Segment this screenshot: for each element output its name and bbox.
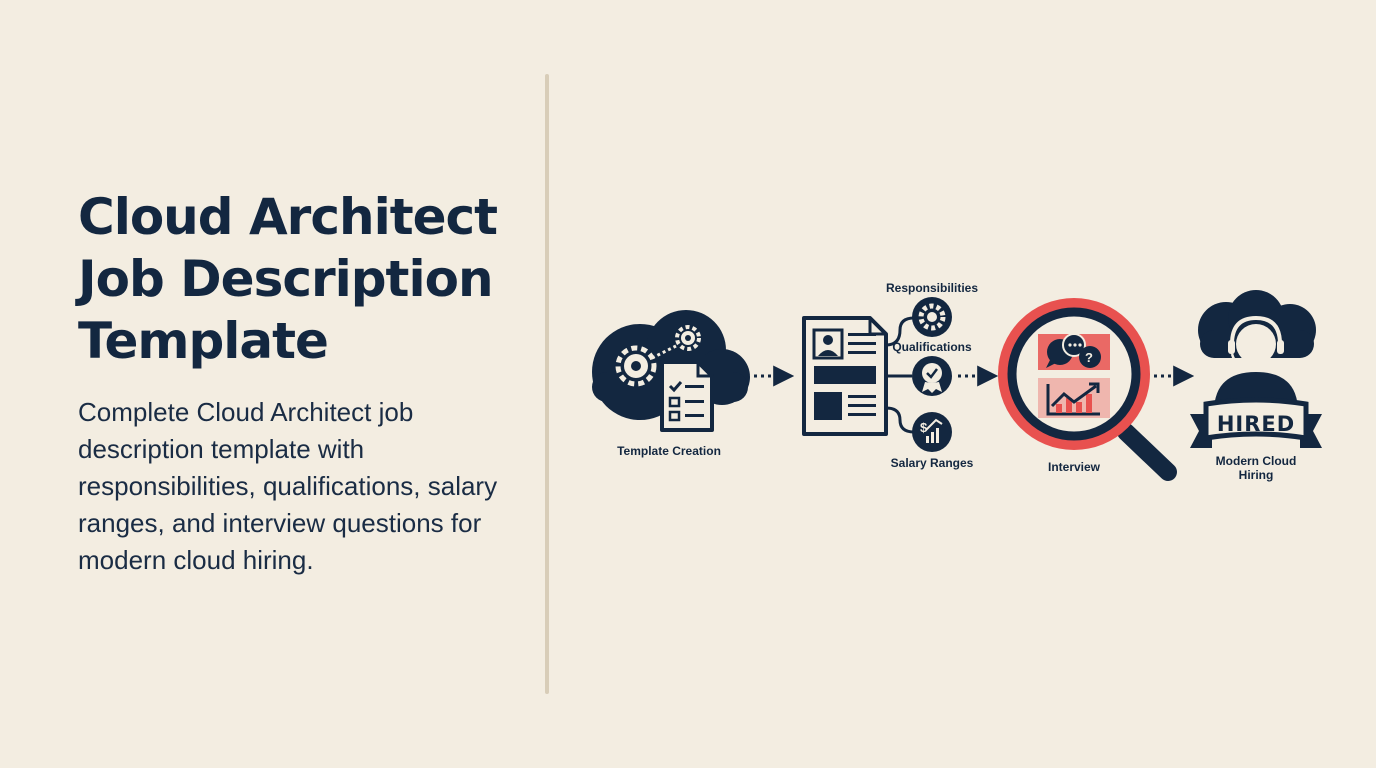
- template-creation-label: Template Creation: [617, 444, 721, 458]
- responsibilities-label: Responsibilities: [886, 281, 978, 295]
- svg-text:?: ?: [1085, 350, 1093, 365]
- salary-ranges-label: Salary Ranges: [891, 456, 974, 470]
- page-title: Cloud Architect Job Description Template: [78, 186, 518, 372]
- modern-cloud-hiring-label-line-1: Modern Cloud: [1216, 454, 1297, 468]
- salary-chart-icon: $: [912, 412, 952, 452]
- resume-icon: [802, 316, 915, 436]
- title-line-1: Cloud Architect: [78, 188, 498, 246]
- interview-label: Interview: [1048, 460, 1101, 474]
- modern-cloud-hiring-label-line-2: Hiring: [1239, 468, 1274, 482]
- award-icon: [912, 356, 952, 396]
- svg-text:$: $: [920, 420, 928, 435]
- headset-agent-icon: [1198, 290, 1316, 412]
- growth-chart-icon: [1046, 382, 1100, 416]
- title-line-3: Template: [78, 312, 329, 370]
- chat-bubbles-icon: ?: [1046, 333, 1101, 368]
- checklist-icon: [660, 360, 714, 432]
- title-line-2: Job Description: [78, 250, 494, 308]
- vertical-divider: [545, 74, 549, 694]
- page-description: Complete Cloud Architect job description…: [78, 397, 498, 575]
- magnifier-icon: [998, 298, 1177, 481]
- hired-badge-text: HIRED: [1217, 412, 1295, 436]
- gear-icon: [912, 297, 952, 337]
- qualifications-label: Qualifications: [892, 340, 972, 354]
- ribbon-banner-icon: [1190, 397, 1322, 448]
- hiring-process-diagram: Template Creation Responsibilities Quali…: [592, 281, 1322, 482]
